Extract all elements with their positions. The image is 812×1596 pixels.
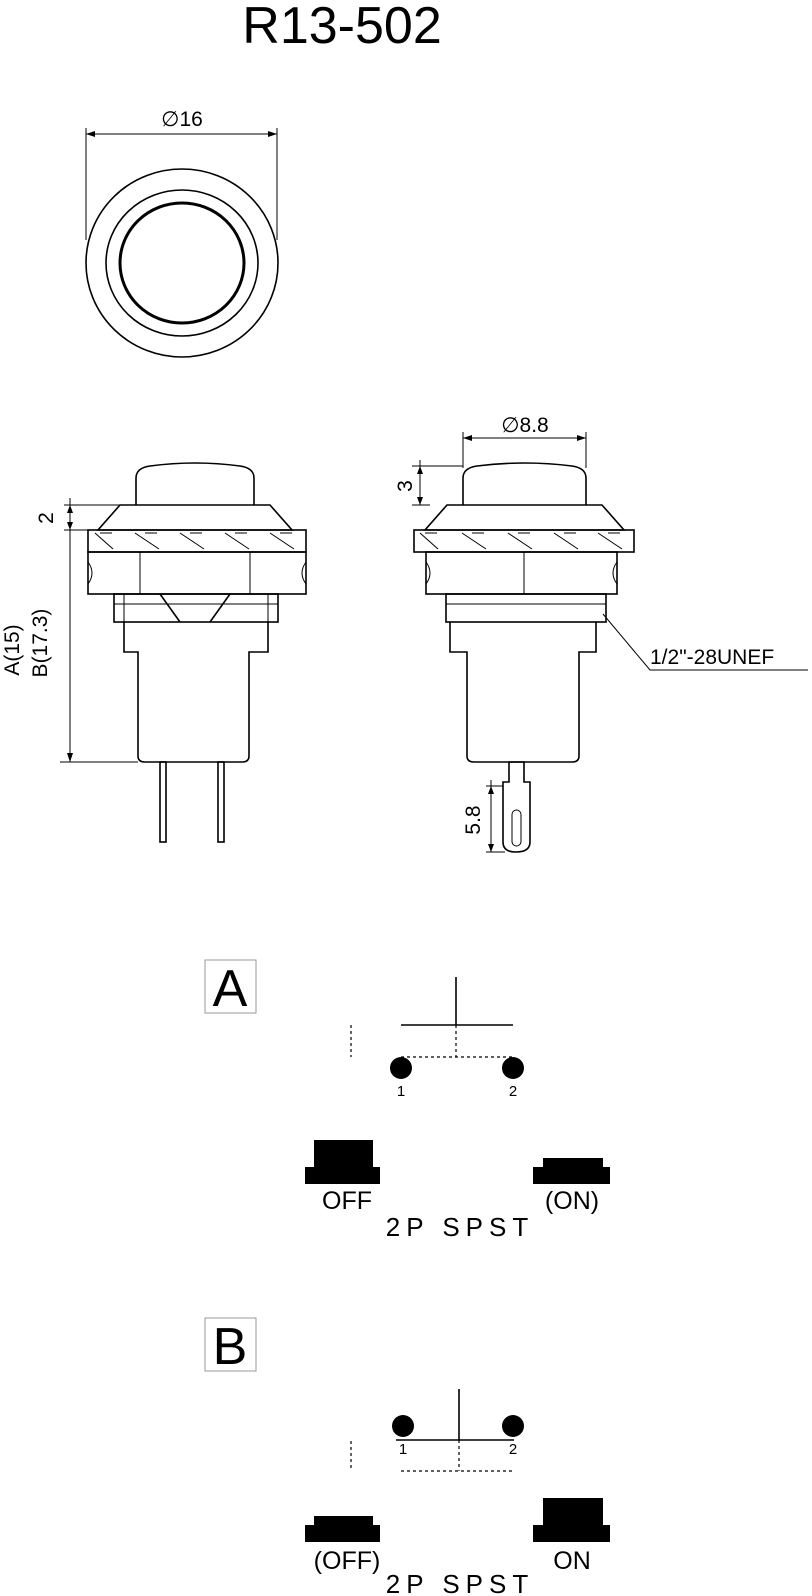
variant-a-terminal-1-label: 1 <box>397 1083 405 1100</box>
diameter-head-label: ∅16 <box>161 108 203 131</box>
variant-a-type: 2P SPST <box>386 1212 534 1242</box>
body-length-a-label: A(15) <box>1 624 24 675</box>
part-number-title: R13-502 <box>242 0 441 55</box>
variant-a-off-button-icon <box>305 1140 380 1184</box>
side-view-left: 2 A(15) B(17.3) <box>1 462 307 843</box>
variant-a-label: A <box>213 960 248 1018</box>
variant-b-on-button-icon <box>533 1498 610 1542</box>
variant-a: A 1 2 OFF (ON) 2P SPST <box>204 959 610 1242</box>
diameter-cap-label: ∅8.8 <box>501 414 549 437</box>
terminal-length-label: 5.8 <box>462 805 485 834</box>
variant-b-off-button-icon <box>305 1516 380 1542</box>
variant-b-terminal-2-label: 2 <box>509 1441 517 1458</box>
variant-b-label-box <box>204 1317 257 1372</box>
variant-b-type: 2P SPST <box>386 1569 534 1596</box>
variant-a-state-right: (ON) <box>545 1187 599 1215</box>
variant-a-label-box <box>204 959 257 1014</box>
variant-b: B 1 2 (OFF) ON 2P SPST <box>204 1317 610 1596</box>
variant-b-terminal-1-label: 1 <box>399 1441 407 1458</box>
side-view-right: ∅8.8 3 1/2"-28UNEF <box>394 414 808 853</box>
top-view: ∅16 <box>85 108 279 358</box>
variant-a-terminal-2-dot <box>502 1057 524 1079</box>
variant-b-state-left: (OFF) <box>314 1547 381 1575</box>
bezel-height-label: 2 <box>35 512 58 524</box>
variant-b-state-right: ON <box>553 1547 591 1575</box>
variant-a-state-left: OFF <box>322 1187 372 1215</box>
variant-a-terminal-2-label: 2 <box>509 1083 517 1100</box>
variant-b-terminal-2-dot <box>502 1415 524 1437</box>
cap-height-label: 3 <box>394 480 417 492</box>
variant-a-terminal-1-dot <box>390 1057 412 1079</box>
body-length-b-label: B(17.3) <box>29 609 52 678</box>
thread-spec-label: 1/2"-28UNEF <box>650 646 774 669</box>
variant-b-label: B <box>213 1318 248 1376</box>
variant-b-terminal-1-dot <box>392 1415 414 1437</box>
variant-a-on-button-icon <box>533 1158 610 1184</box>
